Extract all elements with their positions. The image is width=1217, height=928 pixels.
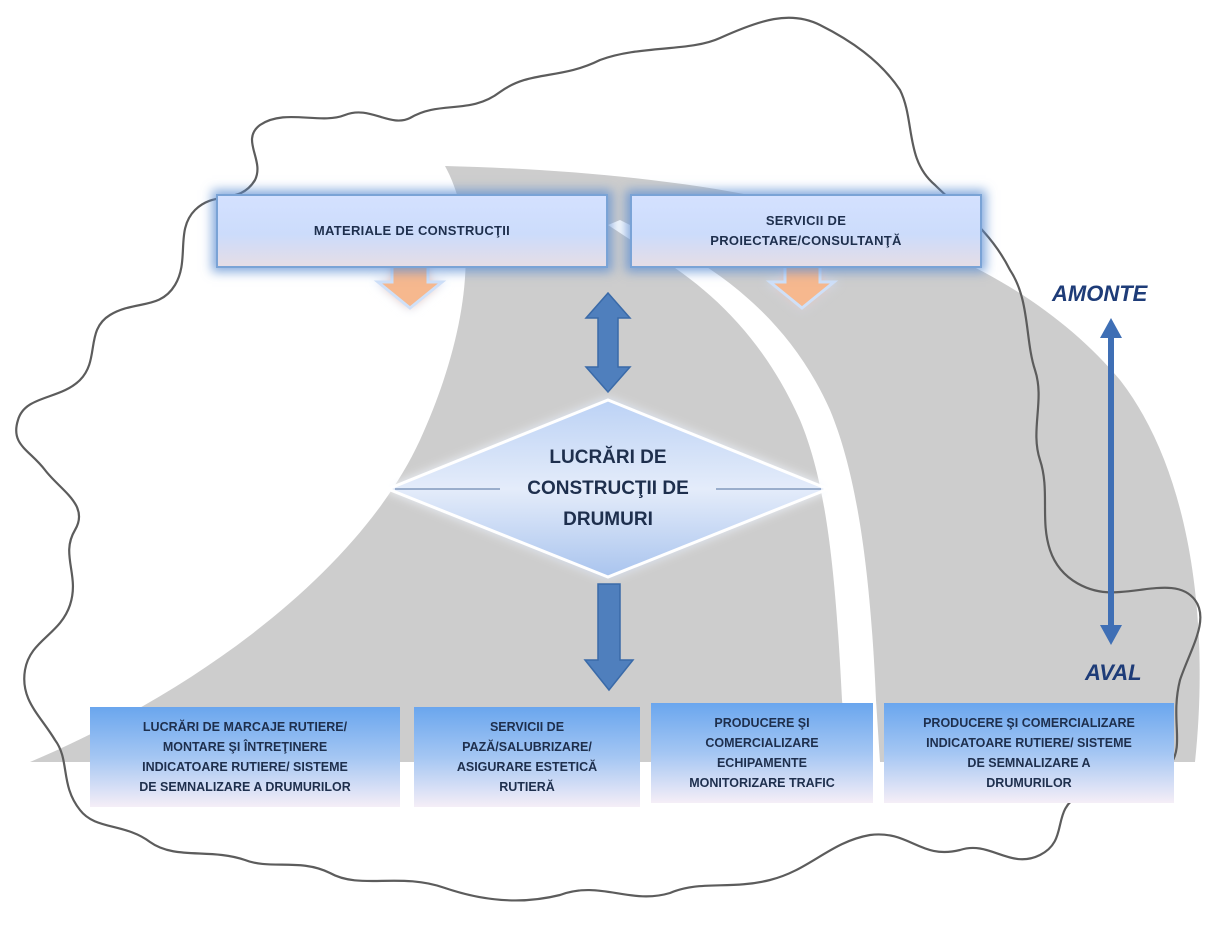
downstream-node-line: MONITORIZARE TRAFIC <box>689 776 835 790</box>
axis-double-arrow <box>1100 318 1122 645</box>
center-label-line3: DRUMURI <box>563 509 653 530</box>
downstream-node-line: PAZĂ/SALUBRIZARE/ <box>462 740 592 754</box>
downstream-node-line: DE SEMNALIZARE A DRUMURILOR <box>139 780 351 794</box>
center-label-line1: LUCRĂRI DE <box>549 447 667 468</box>
downstream-arrow <box>583 583 635 692</box>
center-diamond <box>383 398 833 579</box>
design-services-label-line1: SERVICII DE <box>765 213 847 228</box>
downstream-node-line: DRUMURILOR <box>986 776 1072 790</box>
downstream-node: SERVICII DE PAZĂ/SALUBRIZARE/ ASIGURARE … <box>414 707 640 807</box>
design-services-node: SERVICII DE PROIECTARE/CONSULTANŢĂ <box>630 194 982 268</box>
downstream-node-line: INDICATOARE RUTIERE/ SISTEME <box>142 760 348 774</box>
upstream-double-arrow <box>584 291 632 394</box>
downstream-node-line: INDICATOARE RUTIERE/ SISTEME <box>926 736 1132 750</box>
downstream-node: PRODUCERE ŞI COMERCIALIZARE ECHIPAMENTE … <box>651 703 873 803</box>
design-services-label-line2: PROIECTARE/CONSULTANŢĂ <box>710 233 902 248</box>
downstream-node-line: DE SEMNALIZARE A <box>967 756 1091 770</box>
upstream-label: AMONTE <box>1052 281 1148 306</box>
materials-node: MATERIALE DE CONSTRUCŢII <box>216 194 608 268</box>
materials-down-arrow <box>373 260 447 310</box>
center-node-label: LUCRĂRI DE CONSTRUCŢII DE DRUMURI <box>478 442 738 535</box>
downstream-label: AVAL <box>1085 660 1142 685</box>
downstream-node-line: ECHIPAMENTE <box>716 756 808 770</box>
downstream-node-line: RUTIERĂ <box>499 780 555 794</box>
downstream-node-line: PRODUCERE ŞI <box>714 716 810 730</box>
downstream-node-line: LUCRĂRI DE MARCAJE RUTIERE/ <box>142 720 348 734</box>
downstream-node-line: MONTARE ŞI ÎNTREŢINERE <box>162 740 328 754</box>
downstream-node-line: ASIGURARE ESTETICĂ <box>456 760 598 774</box>
materials-label: MATERIALE DE CONSTRUCŢII <box>313 223 511 238</box>
downstream-node-line: PRODUCERE ŞI COMERCIALIZARE <box>923 716 1135 730</box>
downstream-node-line: COMERCIALIZARE <box>705 736 819 750</box>
downstream-node-line: SERVICII DE <box>489 720 565 734</box>
center-label-line2: CONSTRUCŢII DE <box>527 478 689 499</box>
downstream-node: LUCRĂRI DE MARCAJE RUTIERE/ MONTARE ŞI Î… <box>90 707 400 807</box>
downstream-node: PRODUCERE ŞI COMERCIALIZARE INDICATOARE … <box>884 703 1174 803</box>
